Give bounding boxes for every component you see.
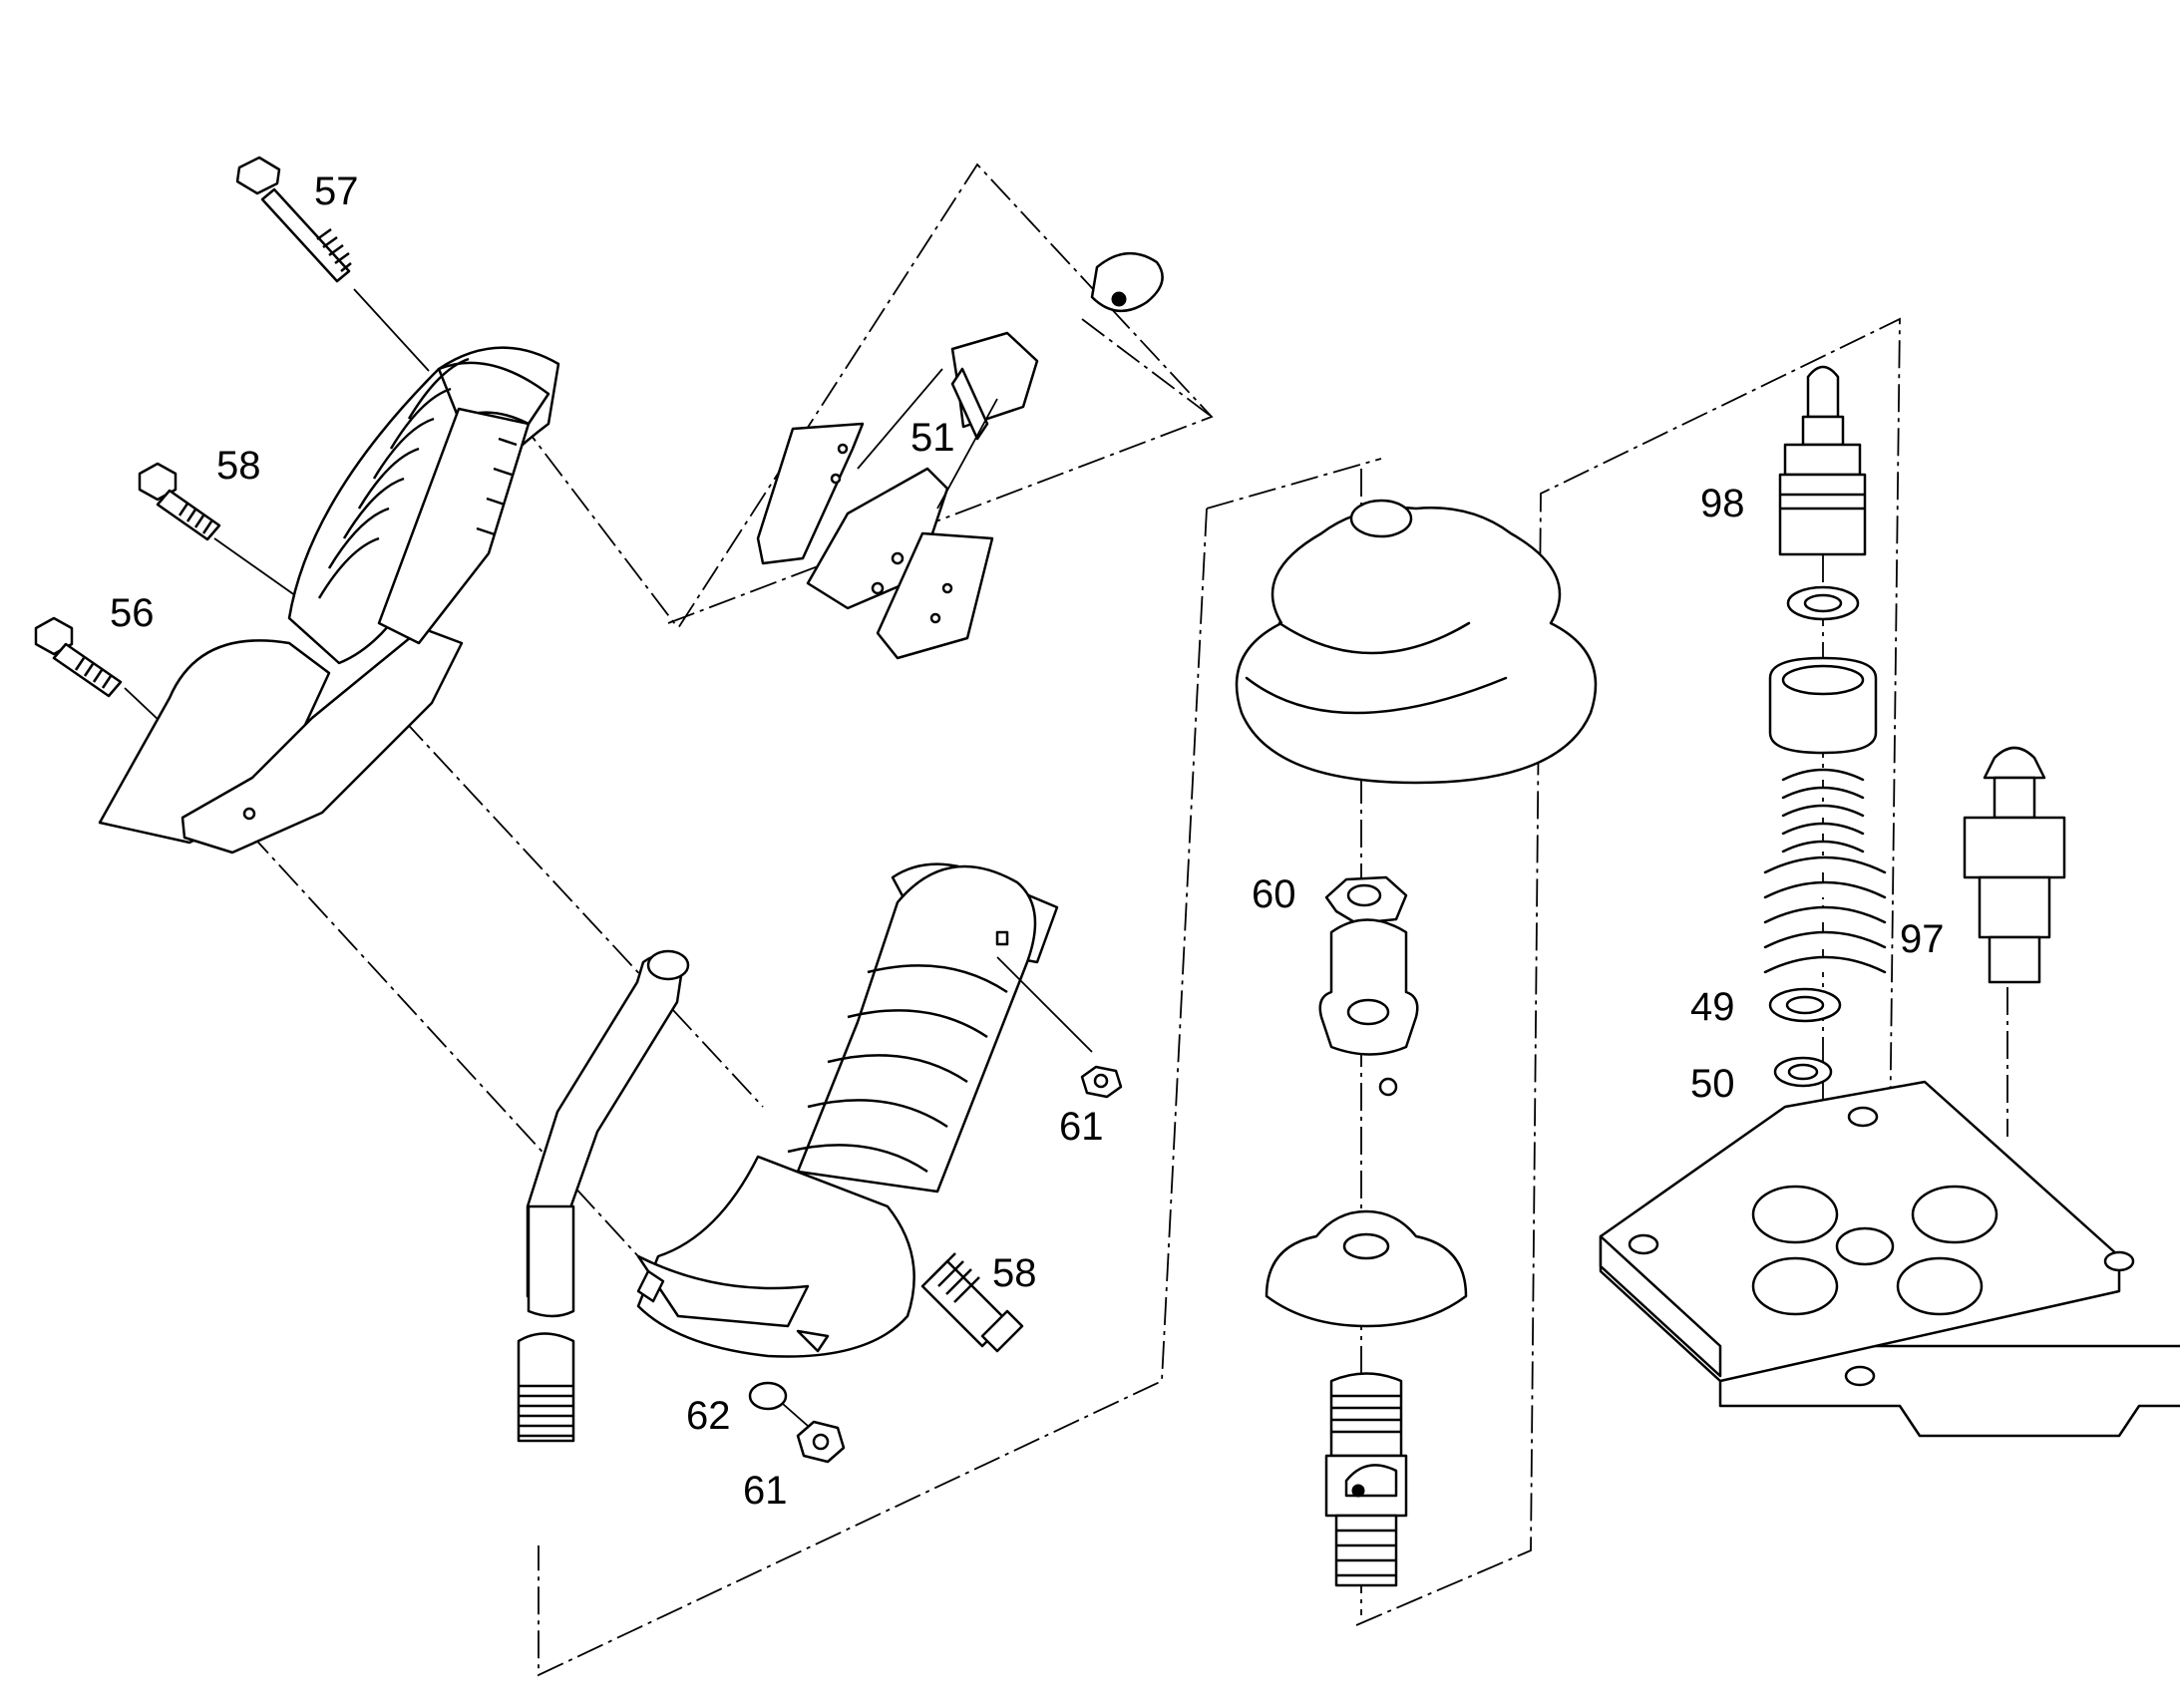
washer-50 [1773,1056,1833,1088]
spring-large [1763,855,1887,974]
screw-58-lower [920,1252,1024,1353]
seal-ring [1786,585,1860,621]
callout-61: 61 [743,1469,788,1513]
nut-61-upper [996,956,1123,1099]
callout-58: 58 [992,1251,1037,1295]
base-plate [1599,1080,2180,1438]
callout-50: 50 [1690,1062,1735,1106]
callout-98: 98 [1700,482,1745,525]
washer-62 [748,1381,809,1427]
callout-labels: 57 58 56 51 60 61 58 62 61 98 97 49 50 [110,170,1945,1513]
plunger-97 [1963,746,2066,984]
callout-62: 62 [686,1394,731,1438]
cup-disc [1265,1209,1468,1328]
callout-56: 56 [110,591,155,635]
handle-rod [517,949,690,1443]
universal-joint [1324,1372,1408,1587]
inserts-51 [756,251,1164,660]
callout-97: 97 [1900,917,1945,961]
plunger-98 [1778,365,1867,556]
callout-57: 57 [314,170,359,213]
handle-upper-half [98,346,560,854]
callout-60: 60 [1252,872,1296,916]
coupling-sleeve [1318,918,1419,1097]
guide-cup [1768,656,1878,755]
callout-51: 51 [910,416,955,460]
callout-49: 49 [1690,985,1735,1029]
handle-lower-half [636,862,1059,1358]
screw-58-top [138,462,300,599]
spring-small [1781,768,1865,871]
washer-49 [1768,987,1842,1023]
nut-60 [1324,875,1408,925]
rubber-boot [1235,499,1598,785]
callout-61: 61 [1059,1105,1104,1149]
nut-61-lower [796,1420,846,1464]
callout-58: 58 [216,444,261,488]
bolt-57 [235,156,430,372]
